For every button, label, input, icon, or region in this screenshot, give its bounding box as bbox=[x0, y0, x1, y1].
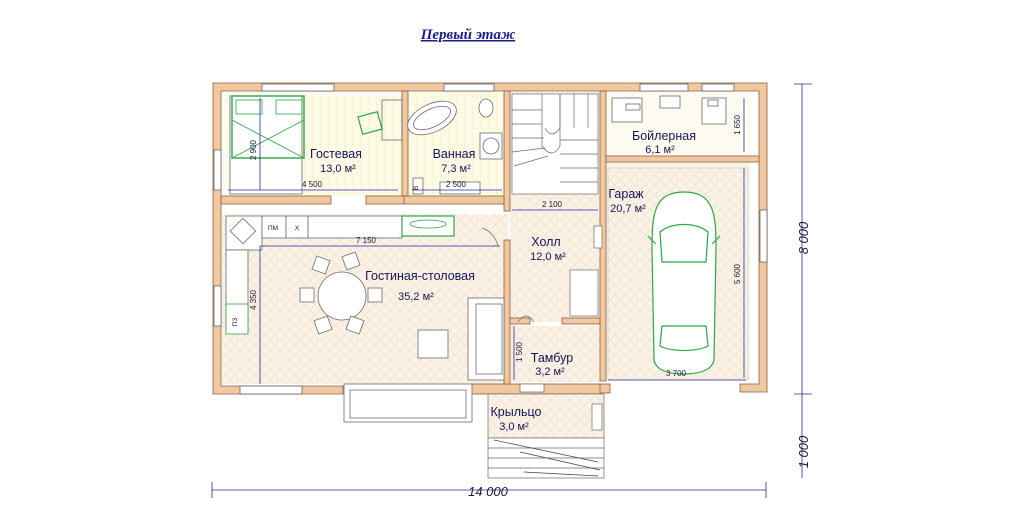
stove-label: Х bbox=[295, 225, 300, 232]
dining-set bbox=[299, 251, 383, 335]
porch bbox=[487, 393, 605, 479]
dim-living-depth: 4 350 bbox=[249, 289, 258, 310]
dim-garage-width: 3 700 bbox=[666, 369, 687, 378]
room-vestibule-name: Тамбур bbox=[531, 351, 573, 365]
room-garage-area: 20,7 м² bbox=[610, 203, 646, 215]
dim-vestibule-depth: 1 500 bbox=[515, 341, 524, 362]
room-porch-area: 3,0 м² bbox=[499, 421, 529, 433]
dim-total-depth: 8 000 bbox=[796, 221, 811, 254]
dim-guest-depth: 2 900 bbox=[249, 139, 258, 160]
dim-porch-depth: 1 000 bbox=[796, 435, 811, 468]
room-garage-name: Гараж bbox=[608, 187, 644, 201]
boiler-tank-label: В bbox=[413, 186, 420, 190]
room-guest-name: Гостевая bbox=[310, 147, 362, 161]
living-sofas bbox=[343, 297, 505, 423]
room-porch-name: Крыльцо bbox=[491, 405, 542, 419]
dim-hall-width: 2 100 bbox=[542, 200, 563, 209]
hall-details bbox=[481, 225, 603, 393]
fridge-label: ПМ bbox=[268, 225, 278, 232]
dim-garage-depth: 5 600 bbox=[733, 263, 742, 284]
room-hall-name: Холл bbox=[531, 235, 560, 249]
guest-furniture bbox=[229, 95, 403, 195]
boiler-fixtures bbox=[611, 95, 727, 125]
room-hall-area: 12,0 м² bbox=[530, 251, 566, 263]
kitchen-counter bbox=[225, 215, 455, 335]
plan-title: Первый этаж bbox=[420, 27, 516, 43]
stairs bbox=[511, 93, 599, 195]
room-living-name: Гостиная-столовая bbox=[365, 269, 475, 283]
room-bath-name: Ванная bbox=[433, 147, 476, 161]
dim-living-width: 7 150 bbox=[356, 236, 377, 245]
dim-guest-width: 4 500 bbox=[302, 180, 323, 189]
room-boiler-area: 6,1 м² bbox=[645, 144, 675, 156]
dim-bath-width: 2 500 bbox=[446, 180, 467, 189]
room-living-area: 35,2 м² bbox=[398, 291, 434, 303]
washer-label: ПЗ bbox=[232, 318, 239, 327]
dimension-lines bbox=[211, 83, 812, 498]
dim-total-width: 14 000 bbox=[468, 484, 509, 499]
dim-boiler-depth: 1 650 bbox=[733, 114, 742, 135]
bath-furniture bbox=[407, 98, 503, 195]
room-bath-area: 7,3 м² bbox=[441, 163, 471, 175]
room-vestibule-area: 3,2 м² bbox=[535, 366, 565, 378]
garage-car bbox=[607, 167, 749, 381]
room-boiler-name: Бойлерная bbox=[632, 129, 696, 143]
room-guest-area: 13,0 м² bbox=[320, 163, 356, 175]
